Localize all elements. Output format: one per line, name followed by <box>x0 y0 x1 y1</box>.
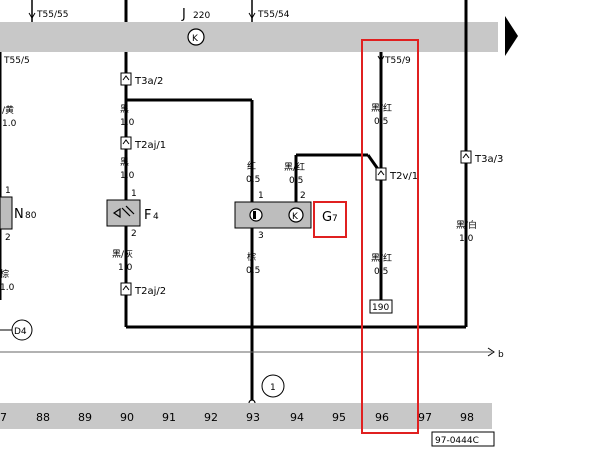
ruler-number: 91 <box>162 411 176 424</box>
wire-label-red: 红 <box>247 160 256 172</box>
pin-t55-9: T55/9 <box>384 56 411 66</box>
wire-label-black-white: 黑/白 <box>456 219 477 231</box>
ruler-number: 97 <box>418 411 432 424</box>
pin-arrow-icon <box>248 12 256 19</box>
component-f4-sub: 4 <box>153 212 159 222</box>
switch-icon <box>112 205 135 219</box>
connector-t2aj1 <box>120 136 132 150</box>
wire-label-black-red-top: 黑/红 <box>284 161 305 173</box>
reference-190-label: 190 <box>372 303 389 313</box>
figure-code-box <box>431 431 495 447</box>
highlight-column-96 <box>361 39 419 434</box>
top-bus-bar <box>0 22 498 52</box>
wire-label-black-red-a: 黑/红 <box>371 102 392 114</box>
wire-label-yellow: /黄 <box>2 104 14 116</box>
component-f4-label: F <box>144 208 151 223</box>
connector-t2aj2 <box>120 282 132 296</box>
ruler-number: 90 <box>120 411 134 424</box>
component-n80-label: N <box>14 207 24 222</box>
wire-size-black-red-a: 0.5 <box>374 117 388 127</box>
highlight-g7 <box>313 201 347 238</box>
module-j-sub: 220 <box>193 11 210 21</box>
component-g7-label: G <box>322 210 332 225</box>
sensor-icon-mark <box>253 211 256 219</box>
g7-pin3: 3 <box>258 231 264 241</box>
wire-size-black-gray: 1.0 <box>118 263 133 273</box>
module-j-label: J <box>181 7 186 22</box>
wire-size-red: 0.5 <box>246 175 260 185</box>
ruler-number: 95 <box>332 411 346 424</box>
connector-t2aj2-label: T2aj/2 <box>134 286 166 297</box>
connector-t3a3 <box>460 150 472 164</box>
wire-label-black2: 黑 <box>120 157 129 168</box>
wire-size-black-red-b: 0.5 <box>374 267 388 277</box>
ruler-number: 98 <box>460 411 474 424</box>
component-n80-box <box>0 196 13 230</box>
ground-marker <box>261 374 285 398</box>
component-d4 <box>11 319 33 341</box>
ruler-number: 88 <box>36 411 50 424</box>
component-g7-sub: 7 <box>332 214 338 224</box>
f4-pin2: 2 <box>131 229 137 239</box>
module-symbol-icon <box>187 28 205 46</box>
f4-pin1: 1 <box>131 189 137 199</box>
pin-t55-54: T55/54 <box>257 10 290 20</box>
pin-arrow-icon <box>28 12 36 19</box>
ruler-number: 93 <box>246 411 260 424</box>
wire-size-yellow: 1.0 <box>2 119 17 129</box>
wire-size-left-brown: 1.0 <box>0 283 15 293</box>
wire-size-black2: 1.0 <box>120 171 135 181</box>
connector-t2aj1-label: T2aj/1 <box>134 140 166 151</box>
ground-label: 1 <box>270 383 276 393</box>
wire-label-black-red-b: 黑/红 <box>371 252 392 264</box>
ruler-number: 7 <box>0 411 7 424</box>
ruler-number: 92 <box>204 411 218 424</box>
component-f4-box <box>106 199 141 227</box>
connector-t3a2-label: T3a/2 <box>134 76 163 87</box>
connector-t2v1-label: T2v/1 <box>389 171 418 182</box>
wire-size-brown: 0.5 <box>246 266 260 276</box>
wire-size-black-red-top: 0.5 <box>289 176 303 186</box>
pin-t55-5: T55/5 <box>3 56 30 66</box>
module-symbol-k: K <box>192 34 199 44</box>
wire-label-left-brown: 棕 <box>0 268 9 280</box>
reference-box-190 <box>369 299 393 314</box>
wire-label-black-gray: 黑/灰 <box>112 248 133 260</box>
connector-t3a2 <box>120 72 132 86</box>
pin-t55-55: T55/55 <box>36 10 68 20</box>
wire-size-black-white: 1.0 <box>459 234 474 244</box>
ruler-number: 94 <box>290 411 304 424</box>
g7-pin2: 2 <box>300 191 306 201</box>
ruler-number: 89 <box>78 411 92 424</box>
component-n80-sub: 80 <box>25 211 37 221</box>
column-ruler <box>0 403 492 429</box>
ruler-numbers: 7 88 89 90 91 92 93 94 95 96 97 98 <box>0 411 474 424</box>
component-d4-label: D4 <box>14 327 27 337</box>
figure-code: 97-0444C <box>435 436 479 446</box>
gauge-icon-k: K <box>292 212 299 222</box>
connector-t2v1 <box>375 167 387 181</box>
n80-pin2: 2 <box>5 233 11 243</box>
n80-pin1: 1 <box>5 186 11 196</box>
wire-label-brown: 棕 <box>247 251 256 263</box>
wire-label-black: 黑 <box>120 104 129 115</box>
wire-size-black: 1.0 <box>120 118 135 128</box>
continuation-arrow-icon <box>505 16 518 56</box>
g7-pin1: 1 <box>258 191 264 201</box>
bus-b-label: b <box>498 350 504 360</box>
bus-arrow-icon <box>487 347 495 357</box>
connector-t3a3-label: T3a/3 <box>474 154 503 165</box>
ruler-number: 96 <box>375 411 389 424</box>
gauge-icon <box>288 207 304 223</box>
